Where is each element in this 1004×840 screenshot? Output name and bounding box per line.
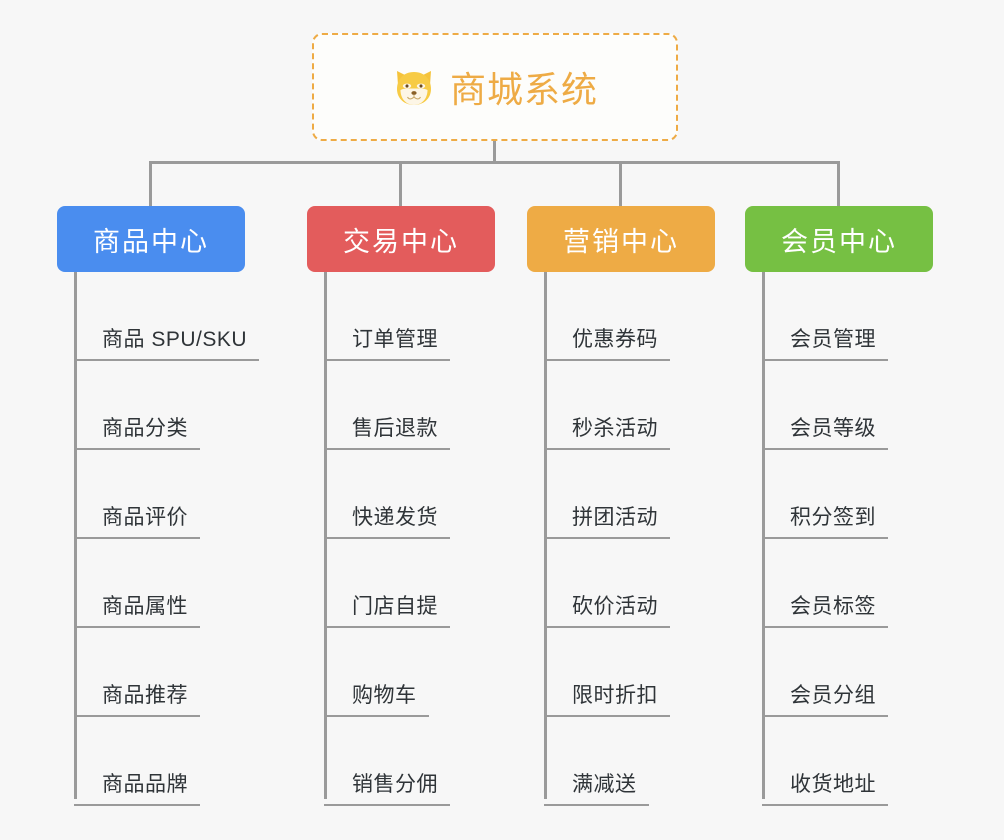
leaf-label: 商品推荐 [102,684,188,707]
list-item[interactable]: 商品 SPU/SKU [74,272,287,361]
category-box-2[interactable]: 交易中心 [307,206,495,272]
list-item[interactable]: 购物车 [324,628,537,717]
category-label-3: 营销中心 [563,226,679,257]
list-item[interactable]: 积分签到 [762,450,975,539]
list-item[interactable]: 限时折扣 [544,628,757,717]
leaf-label: 秒杀活动 [572,417,658,440]
list-item[interactable]: 售后退款 [324,361,537,450]
list-item[interactable]: 会员分组 [762,628,975,717]
connector-drop-2 [399,161,402,206]
category-label-2: 交易中心 [343,226,459,257]
list-item[interactable]: 砍价活动 [544,539,757,628]
branch-column-2: 订单管理 售后退款 快递发货 门店自提 购物车 销售分佣 [307,272,537,832]
list-item[interactable]: 商品属性 [74,539,287,628]
list-item[interactable]: 会员标签 [762,539,975,628]
category-box-4[interactable]: 会员中心 [745,206,933,272]
list-item[interactable]: 订单管理 [324,272,537,361]
connector-horizontal-bus [149,161,839,164]
leaf-label: 商品 SPU/SKU [102,328,248,351]
list-item[interactable]: 商品品牌 [74,717,287,806]
leaf-list-4: 会员管理 会员等级 积分签到 会员标签 会员分组 收货地址 [762,272,975,806]
branch-column-4: 会员管理 会员等级 积分签到 会员标签 会员分组 收货地址 [745,272,975,832]
branch-column-3: 优惠券码 秒杀活动 拼团活动 砍价活动 限时折扣 满减送 [527,272,757,832]
connector-drop-4 [837,161,840,206]
category-label-4: 会员中心 [781,226,897,257]
leaf-list-3: 优惠券码 秒杀活动 拼团活动 砍价活动 限时折扣 满减送 [544,272,757,806]
leaf-label: 优惠券码 [572,328,658,351]
list-item[interactable]: 会员管理 [762,272,975,361]
leaf-label: 拼团活动 [572,506,658,529]
list-item[interactable]: 拼团活动 [544,450,757,539]
list-item[interactable]: 门店自提 [324,539,537,628]
leaf-label: 积分签到 [790,506,876,529]
root-node[interactable]: 商城系统 [312,33,678,141]
leaf-label: 购物车 [352,684,417,707]
leaf-label: 销售分佣 [352,773,438,796]
shiba-dog-face-icon [392,65,436,109]
category-box-1[interactable]: 商品中心 [57,206,245,272]
leaf-list-2: 订单管理 售后退款 快递发货 门店自提 购物车 销售分佣 [324,272,537,806]
leaf-label: 售后退款 [352,417,438,440]
leaf-label: 砍价活动 [572,595,658,618]
leaf-label: 收货地址 [790,773,876,796]
leaf-label: 商品属性 [102,595,188,618]
list-item[interactable]: 满减送 [544,717,757,806]
leaf-label: 商品品牌 [102,773,188,796]
branch-trunk-line-2 [324,272,327,799]
category-label-1: 商品中心 [93,226,209,257]
leaf-label: 会员标签 [790,595,876,618]
branch-column-1: 商品 SPU/SKU 商品分类 商品评价 商品属性 商品推荐 商品品牌 [57,272,287,832]
connector-drop-3 [619,161,622,206]
branch-trunk-line-3 [544,272,547,799]
list-item[interactable]: 商品分类 [74,361,287,450]
leaf-label: 快递发货 [352,506,438,529]
list-item[interactable]: 优惠券码 [544,272,757,361]
list-item[interactable]: 销售分佣 [324,717,537,806]
category-box-3[interactable]: 营销中心 [527,206,715,272]
list-item[interactable]: 商品推荐 [74,628,287,717]
leaf-label: 商品分类 [102,417,188,440]
leaf-label: 门店自提 [352,595,438,618]
list-item[interactable]: 会员等级 [762,361,975,450]
list-item[interactable]: 秒杀活动 [544,361,757,450]
root-title: 商城系统 [449,69,598,110]
branch-trunk-line-1 [74,272,77,799]
leaf-list-1: 商品 SPU/SKU 商品分类 商品评价 商品属性 商品推荐 商品品牌 [74,272,287,806]
list-item[interactable]: 收货地址 [762,717,975,806]
leaf-label: 限时折扣 [572,684,658,707]
connector-drop-1 [149,161,152,206]
leaf-label: 会员等级 [790,417,876,440]
leaf-label: 满减送 [572,773,637,796]
list-item[interactable]: 快递发货 [324,450,537,539]
leaf-label: 订单管理 [352,328,438,351]
connector-root-stem [493,141,496,163]
branch-trunk-line-4 [762,272,765,799]
list-item[interactable]: 商品评价 [74,450,287,539]
leaf-label: 商品评价 [102,506,188,529]
leaf-label: 会员分组 [790,684,876,707]
leaf-label: 会员管理 [790,328,876,351]
